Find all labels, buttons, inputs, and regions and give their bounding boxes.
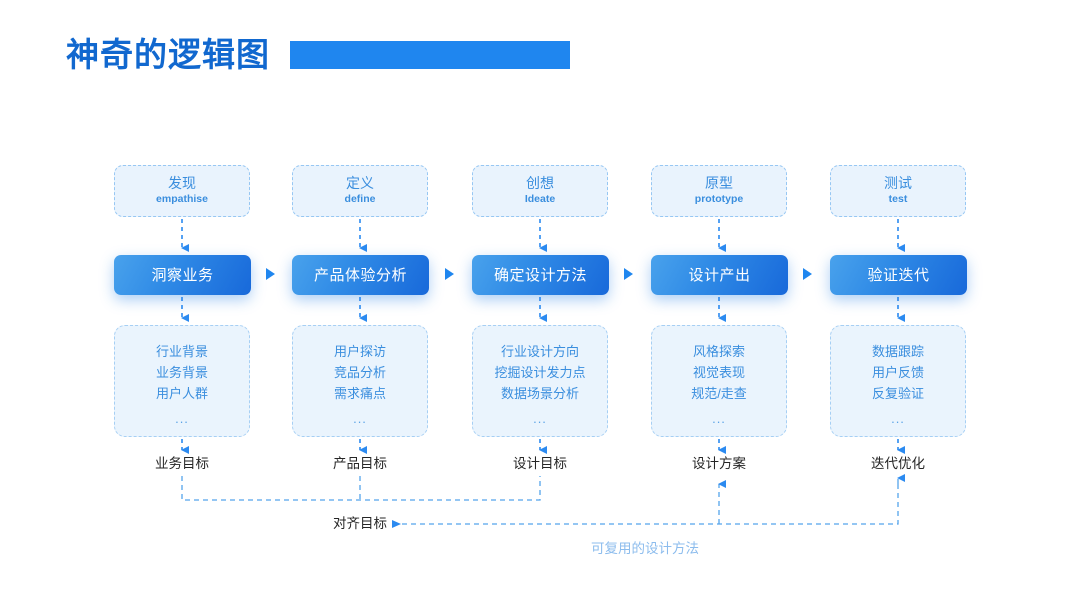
title-accent-bar: [290, 40, 570, 69]
detail-item: 需求痛点: [333, 386, 386, 402]
diagram-footnote: 可复用的设计方法: [591, 541, 699, 556]
phase-box-prototype[interactable]: 原型 prototype: [651, 165, 787, 217]
goal-label-define: 产品目标: [333, 456, 387, 471]
detail-item: 用户人群: [155, 386, 208, 402]
phase-label-en: empathise: [156, 192, 208, 205]
phase-label-cn: 定义: [346, 175, 374, 192]
stage-box-prototype[interactable]: 设计产出: [651, 255, 788, 295]
detail-item: 行业背景: [155, 344, 208, 359]
detail-box-define[interactable]: 用户探访 竞品分析 需求痛点 ...: [292, 325, 428, 437]
stage-label: 设计产出: [688, 266, 751, 284]
chevron-right-icon-3: [624, 268, 633, 280]
goal-label-test: 迭代优化: [871, 456, 925, 471]
detail-item: 用户探访: [333, 344, 386, 359]
detail-item: 竞品分析: [333, 365, 386, 381]
phase-label-cn: 发现: [168, 175, 196, 192]
phase-label-en: define: [344, 192, 376, 205]
phase-box-empathise[interactable]: 发现 empathise: [114, 165, 250, 217]
detail-item: 行业设计方向: [500, 344, 579, 359]
stage-box-define[interactable]: 产品体验分析: [292, 255, 429, 295]
detail-box-test[interactable]: 数据跟踪 用户反馈 反复验证 ...: [830, 325, 966, 437]
page-title: 神奇的逻辑图: [66, 36, 270, 73]
detail-ellipsis: ...: [533, 411, 547, 427]
stage-label: 验证迭代: [867, 266, 930, 284]
chevron-right-icon-1: [266, 268, 275, 280]
goal-label-empathise: 业务目标: [155, 456, 209, 471]
detail-item: 反复验证: [871, 386, 924, 402]
stage-box-test[interactable]: 验证迭代: [830, 255, 967, 295]
goal-label-ideate: 设计目标: [513, 456, 567, 471]
detail-box-ideate[interactable]: 行业设计方向 挖掘设计发力点 数据场景分析 ...: [472, 325, 608, 437]
detail-item: 用户反馈: [871, 365, 924, 381]
detail-ellipsis: ...: [175, 411, 189, 427]
detail-box-empathise[interactable]: 行业背景 业务背景 用户人群 ...: [114, 325, 250, 437]
phase-label-cn: 创想: [526, 175, 554, 192]
detail-item: 数据跟踪: [871, 344, 924, 359]
detail-item: 业务背景: [155, 365, 208, 381]
phase-box-define[interactable]: 定义 define: [292, 165, 428, 217]
stage-label: 产品体验分析: [313, 266, 407, 284]
detail-item: 视觉表现: [692, 365, 745, 381]
phase-label-cn: 原型: [705, 175, 733, 192]
page-header: 神奇的逻辑图: [66, 38, 570, 71]
stage-label: 确定设计方法: [493, 266, 587, 284]
align-goal-label: 对齐目标: [333, 516, 387, 531]
chevron-right-icon-4: [803, 268, 812, 280]
stage-label: 洞察业务: [151, 266, 214, 284]
detail-ellipsis: ...: [353, 411, 367, 427]
detail-item: 风格探索: [692, 344, 745, 359]
phase-label-en: prototype: [694, 192, 744, 205]
phase-label-cn: 测试: [884, 175, 912, 192]
stage-box-ideate[interactable]: 确定设计方法: [472, 255, 609, 295]
phase-box-ideate[interactable]: 创想 Ideate: [472, 165, 608, 217]
phase-box-test[interactable]: 测试 test: [830, 165, 966, 217]
stage-box-empathise[interactable]: 洞察业务: [114, 255, 251, 295]
detail-ellipsis: ...: [891, 411, 905, 427]
detail-ellipsis: ...: [712, 411, 726, 427]
goal-label-prototype: 设计方案: [692, 456, 746, 471]
detail-box-prototype[interactable]: 风格探索 视觉表现 规范/走查 ...: [651, 325, 787, 437]
phase-label-en: test: [888, 192, 908, 205]
detail-item: 数据场景分析: [500, 386, 579, 402]
detail-item: 挖掘设计发力点: [494, 365, 586, 381]
chevron-right-icon-2: [445, 268, 454, 280]
phase-label-en: Ideate: [524, 192, 556, 205]
detail-item: 规范/走查: [691, 386, 747, 402]
